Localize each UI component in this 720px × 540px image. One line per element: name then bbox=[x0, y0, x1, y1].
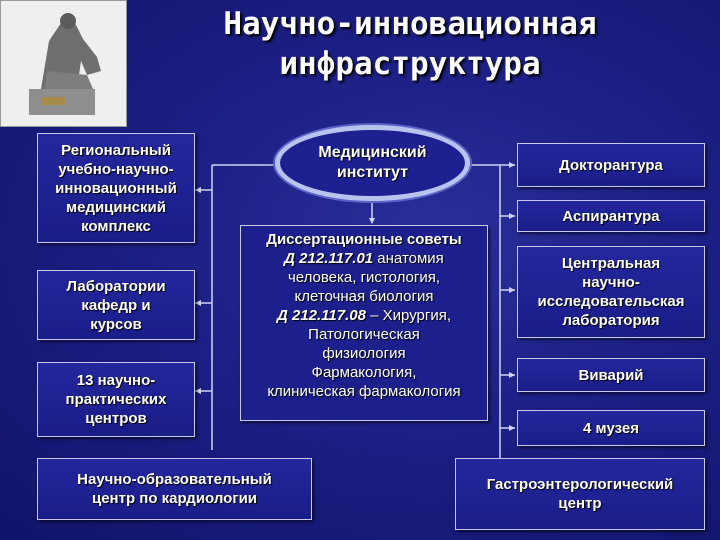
gastro-center-box: Гастроэнтерологический центр bbox=[455, 458, 705, 530]
council-d2-line5: клиническая фармакология bbox=[267, 383, 461, 400]
statue-image bbox=[0, 0, 127, 127]
doctorate-box: Докторантура bbox=[517, 143, 705, 187]
labs-label: Лаборатории кафедр и курсов bbox=[66, 277, 166, 333]
council-d1-line3: клеточная биология bbox=[294, 288, 434, 305]
postgraduate-label: Аспирантура bbox=[562, 207, 660, 225]
doctorate-label: Докторантура bbox=[559, 156, 663, 174]
gastro-center-label: Гастроэнтерологический центр bbox=[486, 476, 674, 512]
dissertation-councils-box: Диссертационные советы Д 212.117.01 анат… bbox=[240, 225, 488, 421]
practical-centers-box: 13 научно- практических центров bbox=[37, 362, 195, 437]
medical-institute-label: Медицинский институт bbox=[318, 144, 427, 181]
council-d2-line2: Патологическая bbox=[308, 326, 420, 343]
central-lab-label: Центральная научно- исследовательская ла… bbox=[537, 255, 685, 329]
council-d2-text: – Хирургия, bbox=[365, 307, 452, 324]
council-d2-code: Д 212.117.08 bbox=[276, 307, 366, 324]
council-d2-line4: Фармакология, bbox=[311, 364, 417, 381]
title-line-2: инфраструктура bbox=[279, 46, 541, 82]
regional-complex-label: Региональный учебно-научно- инновационны… bbox=[55, 141, 177, 235]
medical-institute-oval: Медицинский институт bbox=[275, 125, 470, 201]
vivarium-label: Виварий bbox=[578, 366, 644, 384]
museums-box: 4 музея bbox=[517, 410, 705, 446]
postgraduate-box: Аспирантура bbox=[517, 200, 705, 232]
page-title: Научно-инновационная инфраструктура bbox=[150, 4, 670, 84]
vivarium-box: Виварий bbox=[517, 358, 705, 392]
title-line-1: Научно-инновационная bbox=[223, 6, 597, 42]
council-d1-text: анатомия bbox=[373, 250, 444, 267]
councils-heading: Диссертационные советы bbox=[266, 231, 462, 248]
cardiology-center-box: Научно-образовательный центр по кардиоло… bbox=[37, 458, 312, 520]
regional-complex-box: Региональный учебно-научно- инновационны… bbox=[37, 133, 195, 243]
labs-box: Лаборатории кафедр и курсов bbox=[37, 270, 195, 340]
museums-label: 4 музея bbox=[583, 419, 639, 437]
council-d1-line2: человека, гистология, bbox=[287, 269, 441, 286]
council-d1-code: Д 212.117.01 bbox=[284, 250, 374, 267]
cardiology-center-label: Научно-образовательный центр по кардиоло… bbox=[77, 471, 272, 507]
central-lab-box: Центральная научно- исследовательская ла… bbox=[517, 246, 705, 338]
practical-centers-label: 13 научно- практических центров bbox=[65, 372, 167, 427]
council-d2-line3: физиология bbox=[322, 345, 406, 362]
